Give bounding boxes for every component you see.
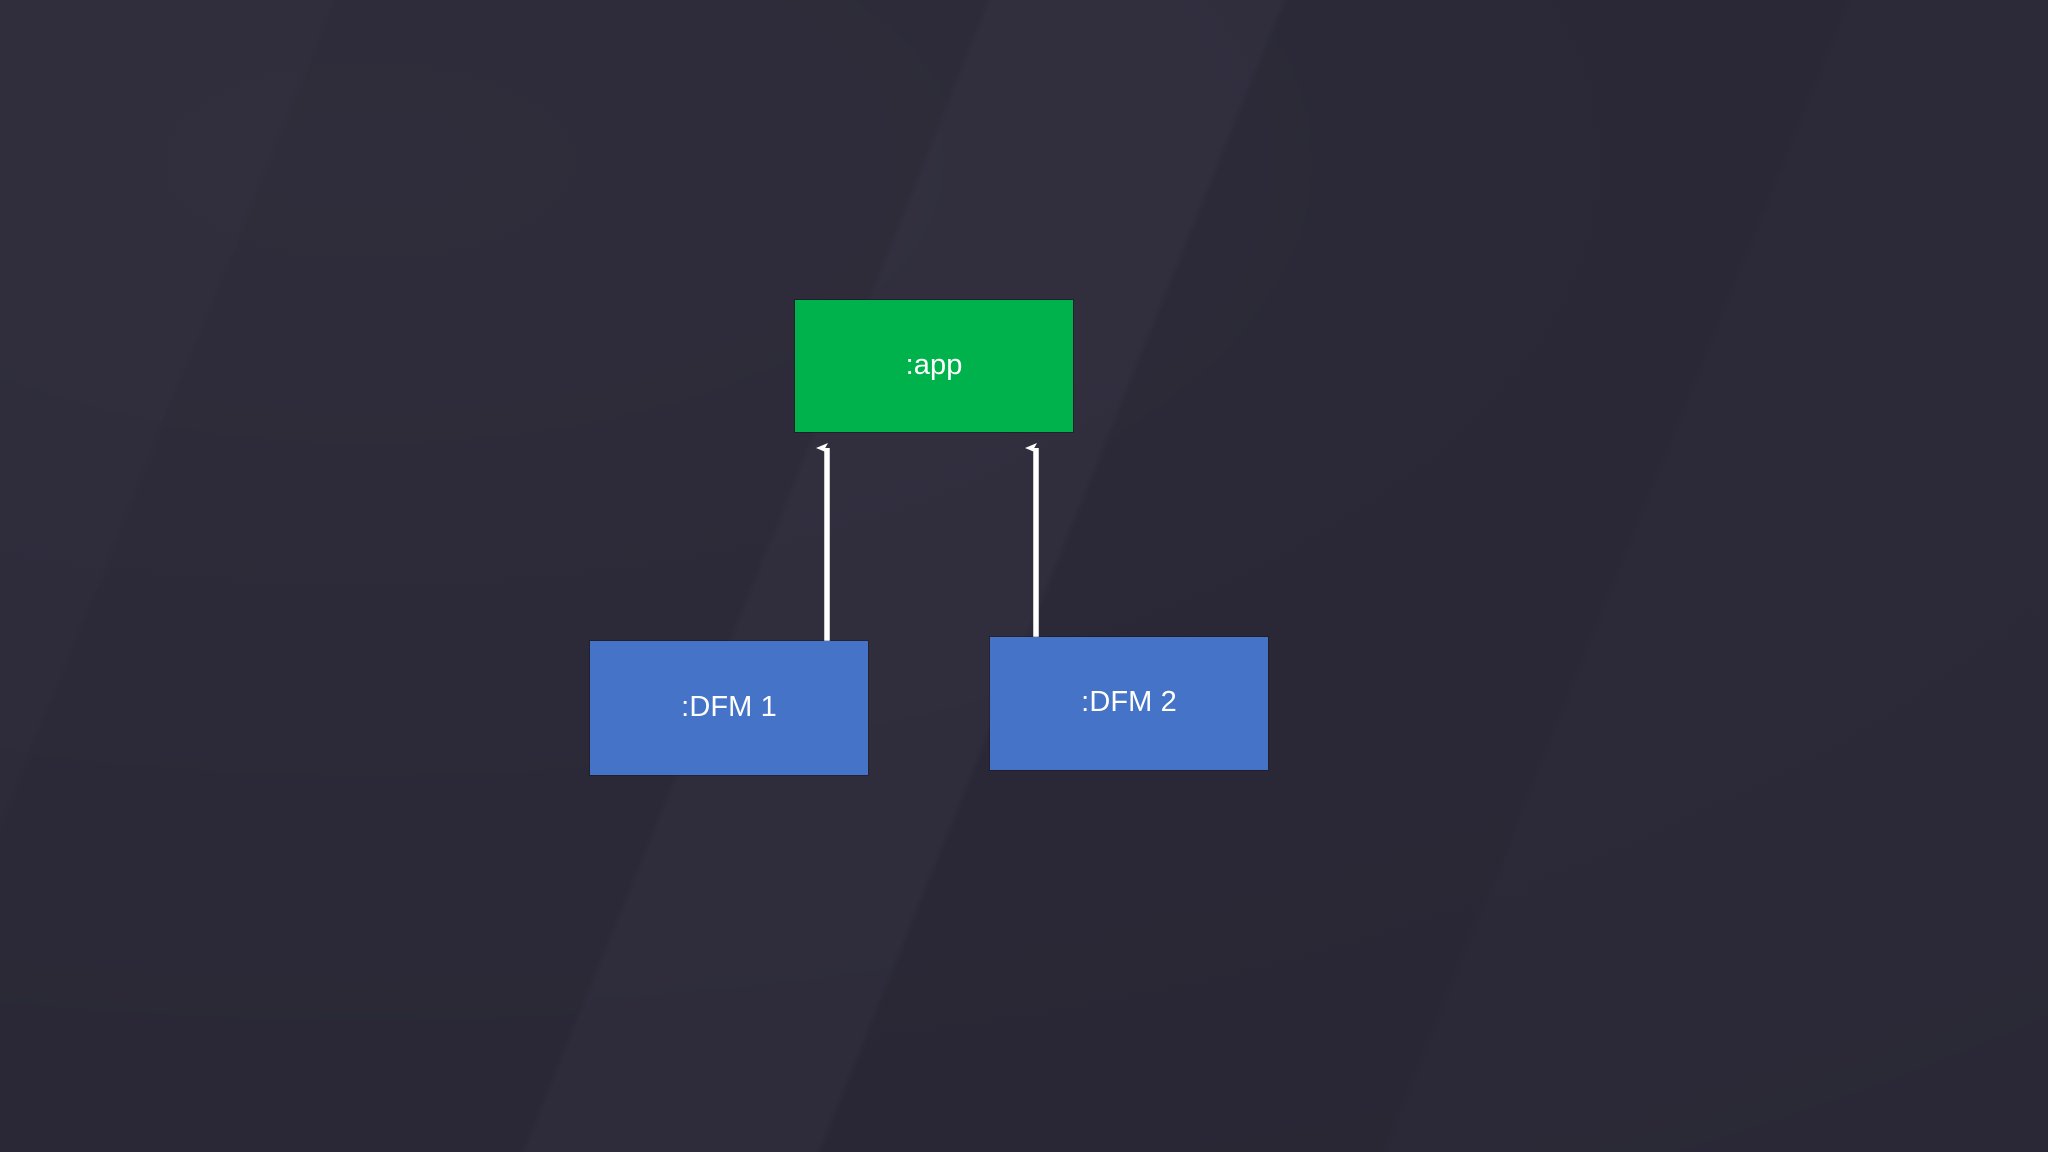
node-dfm-2[interactable]: :DFM 2 <box>990 637 1268 770</box>
node-dfm-2-label: :DFM 2 <box>1081 686 1177 718</box>
node-app[interactable]: :app <box>795 300 1073 432</box>
node-dfm-1-label: :DFM 1 <box>681 690 777 723</box>
node-dfm-1[interactable]: :DFM 1 <box>590 641 868 775</box>
node-app-label: :app <box>905 348 963 381</box>
